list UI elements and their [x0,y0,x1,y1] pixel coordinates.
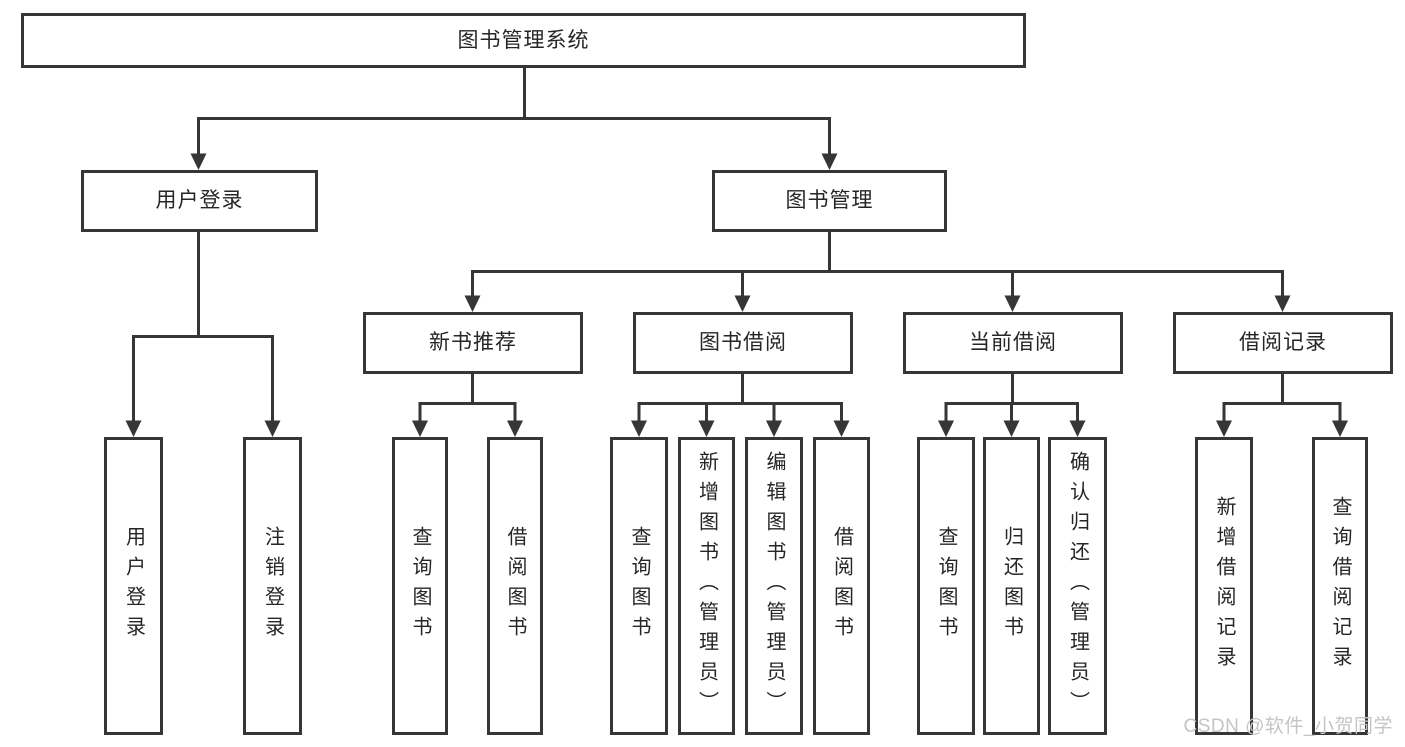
arrowhead [1004,295,1021,312]
arrowhead [821,153,838,170]
csdn-watermark: CSDN @软件_小贺同学 [1183,716,1393,737]
connector-book-borrowing-to-children [637,374,843,421]
arrowhead [412,420,428,437]
connector-borrowing-records-to-children [1222,374,1342,421]
leaf-user-login: 用户登录 [104,437,163,735]
leaf-borrow-borrow-books: 借阅图书 [813,437,870,735]
node-current-borrowing: 当前借阅 [903,312,1123,374]
node-book-management: 图书管理 [712,170,947,232]
arrowhead [125,420,142,437]
arrowhead [1069,420,1086,437]
connector-root-to-level2 [197,68,831,155]
arrowhead [631,420,647,437]
arrowhead [464,295,481,312]
arrowhead [1216,420,1232,437]
connector-current-borrowing-to-children [944,374,1079,421]
leaf-rec-borrow-books: 借阅图书 [487,437,543,735]
arrowhead [190,153,207,170]
arrowhead [698,420,715,437]
node-user-login: 用户登录 [81,170,318,232]
leaf-borrow-query-books: 查询图书 [610,437,668,735]
leaf-current-return-books: 归还图书 [983,437,1040,735]
connector-user-login-to-children [132,232,274,421]
arrowhead [1274,295,1291,312]
leaf-borrow-edit-books-admin: 编辑图书（管理员） [745,437,803,735]
node-borrowing-records: 借阅记录 [1173,312,1393,374]
node-root-library-system: 图书管理系统 [21,13,1026,68]
leaf-logout: 注销登录 [243,437,302,735]
arrowhead [1332,420,1348,437]
arrowhead [766,420,782,437]
arrowhead [734,295,751,312]
arrowhead [264,420,281,437]
arrowhead [833,420,850,437]
arrowhead [1003,420,1020,437]
leaf-records-query-record: 查询借阅记录 [1312,437,1368,735]
leaf-borrow-add-books-admin: 新增图书（管理员） [678,437,735,735]
node-book-borrowing: 图书借阅 [633,312,853,374]
leaf-current-confirm-return-admin: 确认归还（管理员） [1048,437,1107,735]
connector-new-book-rec-to-children [418,374,517,421]
arrowhead [507,420,523,437]
leaf-records-add-record: 新增借阅记录 [1195,437,1253,735]
connector-book-management-to-children [471,232,1284,297]
node-new-book-recommendation: 新书推荐 [363,312,583,374]
leaf-current-query-books: 查询图书 [917,437,975,735]
leaf-rec-query-books: 查询图书 [392,437,448,735]
arrowhead [938,420,954,437]
